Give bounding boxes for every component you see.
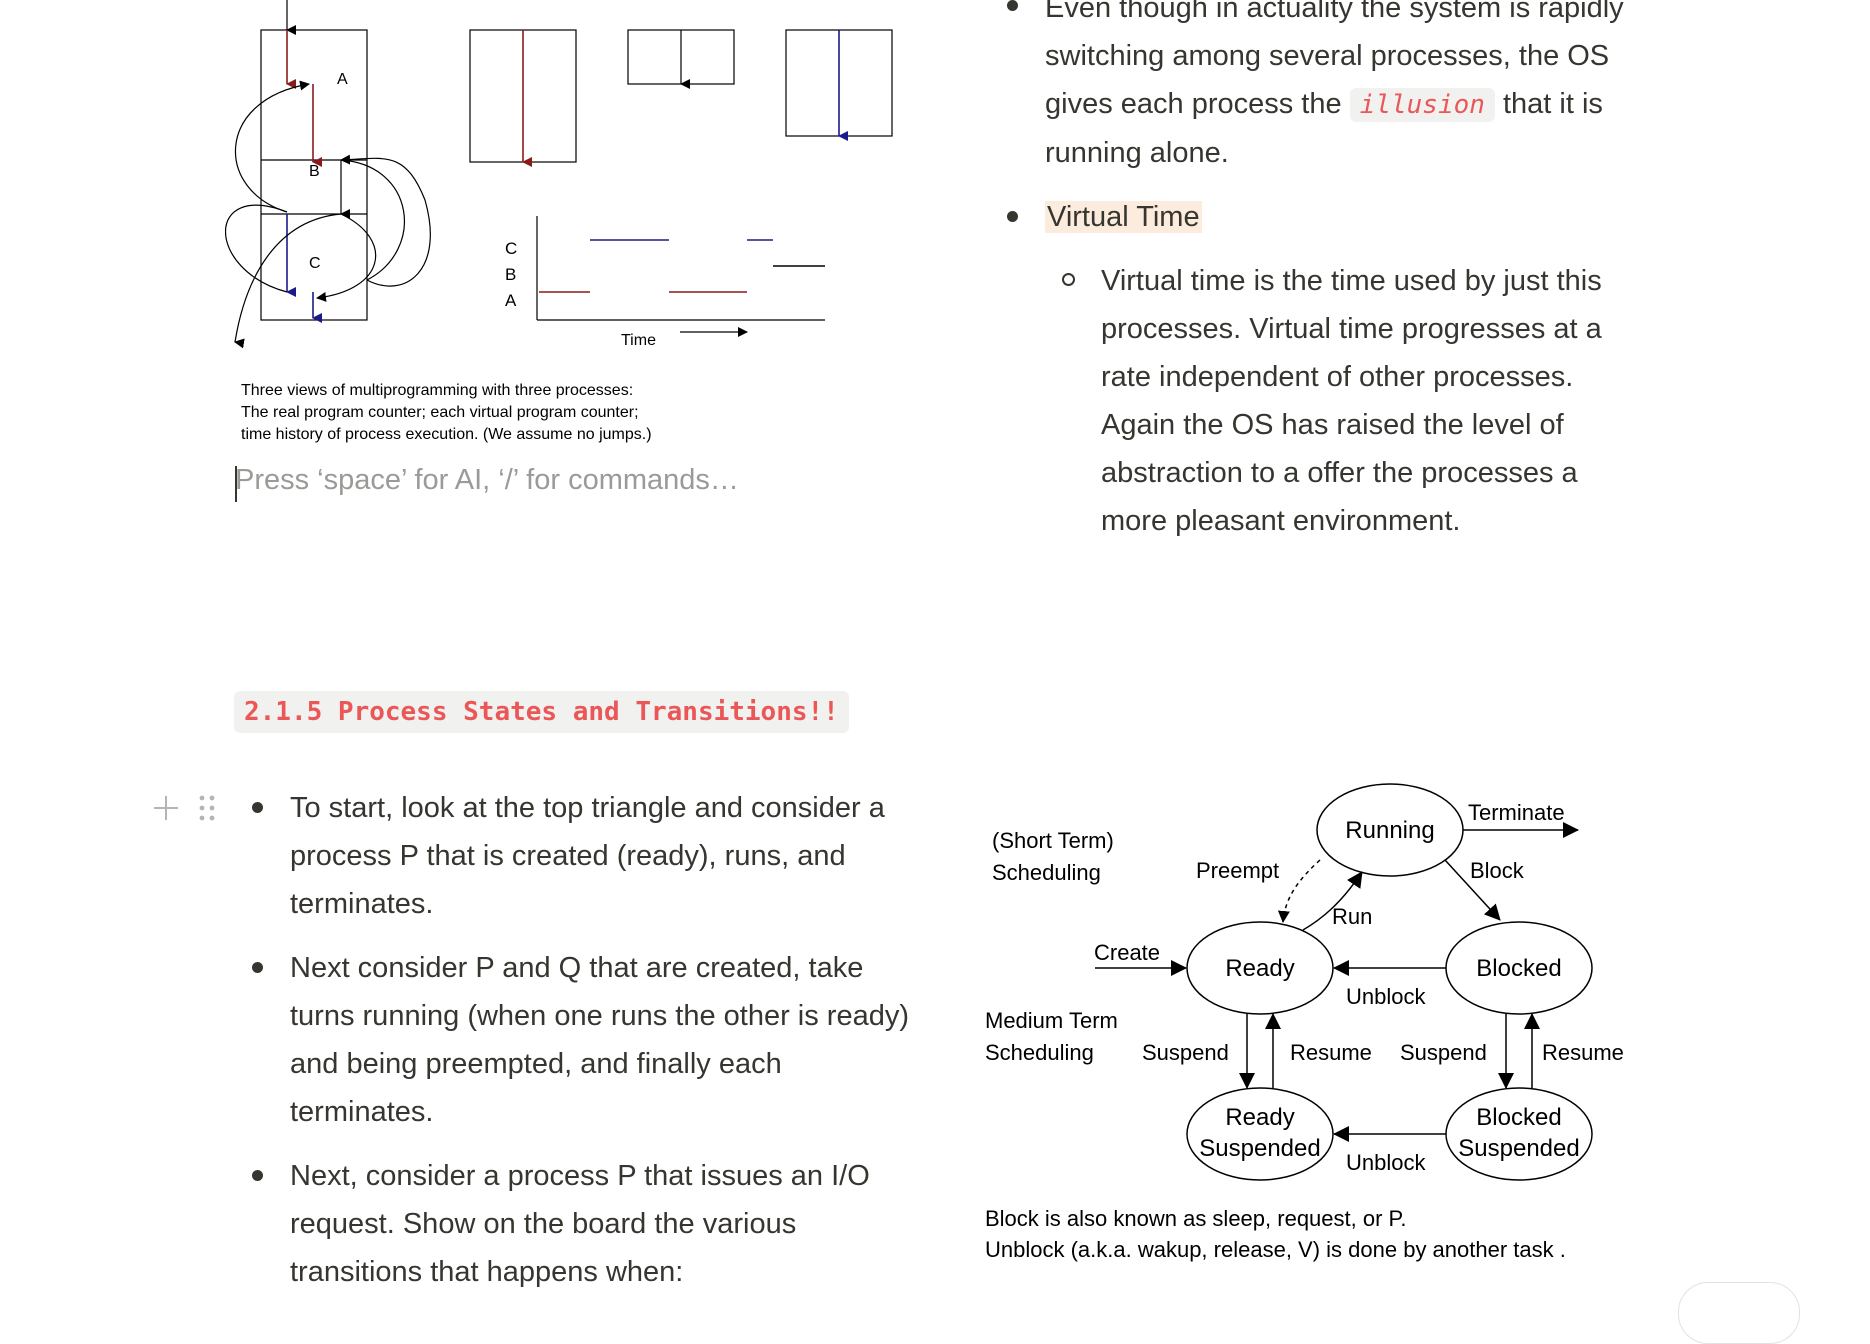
axis-label-a: A: [505, 291, 517, 310]
state-diagram-caption-line1: Block is also known as sleep, request, o…: [985, 1206, 1407, 1231]
figure1-caption-line1: Three views of multiprogramming with thr…: [241, 382, 634, 399]
state-label-ready: Ready: [1225, 955, 1294, 982]
help-button[interactable]: [1678, 1282, 1800, 1344]
plus-icon: [154, 796, 178, 820]
list-item[interactable]: Virtual time is the time used by just th…: [1062, 257, 1631, 545]
state-label-ready-suspended-1: Ready: [1225, 1104, 1294, 1131]
illusion-text-1: Even though in actuality the system is r…: [1045, 0, 1624, 120]
bullet-text-2: Next consider P and Q that are created, …: [290, 952, 910, 1128]
figure1-caption: Three views of multiprogramming with thr…: [241, 380, 761, 446]
state-label-ready-suspended-2: Suspended: [1199, 1135, 1320, 1162]
state-label-blocked-suspended-1: Blocked: [1476, 1104, 1561, 1131]
empty-text-block[interactable]: Press ‘space’ for AI, ‘/’ for commands…: [233, 460, 873, 506]
state-diagram-caption-line2: Unblock (a.k.a. wakup, release, V) is do…: [985, 1237, 1566, 1262]
label-a: A: [337, 71, 348, 88]
drag-handle[interactable]: [196, 792, 218, 824]
state-blocked-suspended: [1445, 1087, 1593, 1181]
state-diagram-caption: Block is also known as sleep, request, o…: [985, 1203, 1745, 1265]
transition-unblock: Unblock: [1346, 984, 1426, 1009]
process-state-diagram: Running Ready Blocked Ready Suspended Bl…: [985, 783, 1624, 1181]
section-heading[interactable]: 2.1.5 Process States and Transitions!!: [234, 691, 849, 733]
figure1-caption-line2: The real program counter; each virtual p…: [241, 404, 639, 421]
illusion-text-2: that it is running alone.: [1045, 88, 1603, 169]
bullet-text-1: To start, look at the top triangle and c…: [290, 792, 885, 920]
time-axis-label: Time: [621, 332, 656, 349]
top-right-bullets: Even though in actuality the system is r…: [1007, 0, 1645, 545]
list-item[interactable]: To start, look at the top triangle and c…: [252, 784, 910, 928]
list-item[interactable]: Virtual Time Virtual time is the time us…: [1007, 193, 1645, 545]
multiprogramming-figure: A B C C B A Time: [225, 0, 893, 349]
state-label-running: Running: [1345, 817, 1434, 844]
list-item[interactable]: Even though in actuality the system is r…: [1007, 0, 1635, 177]
drag-handle-icon: [199, 795, 215, 821]
inline-code-illusion: illusion: [1349, 88, 1495, 122]
virtual-time-highlight: Virtual Time: [1045, 201, 1202, 233]
heading-text: 2.1.5 Process States and Transitions!!: [234, 691, 849, 733]
virtual-time-description: Virtual time is the time used by just th…: [1101, 265, 1602, 537]
transition-create: Create: [1094, 940, 1160, 965]
label-c: C: [309, 255, 321, 272]
transition-suspend-right: Suspend: [1400, 1040, 1487, 1065]
axis-label-c: C: [505, 239, 517, 258]
list-item[interactable]: Next consider P and Q that are created, …: [252, 944, 910, 1136]
state-label-blocked: Blocked: [1476, 955, 1561, 982]
scheduling-short-1: (Short Term): [992, 828, 1114, 853]
bullet-text-3: Next, consider a process P that issues a…: [290, 1160, 870, 1288]
scheduling-short-2: Scheduling: [992, 860, 1101, 885]
transition-run: Run: [1332, 904, 1372, 929]
label-b: B: [309, 163, 320, 180]
transition-unblock-bottom: Unblock: [1346, 1150, 1426, 1175]
scheduling-medium-2: Scheduling: [985, 1040, 1094, 1065]
axis-label-b: B: [505, 265, 516, 284]
list-item[interactable]: Next, consider a process P that issues a…: [252, 1152, 910, 1296]
transition-preempt: Preempt: [1196, 858, 1279, 883]
transition-suspend-left: Suspend: [1142, 1040, 1229, 1065]
state-label-blocked-suspended-2: Suspended: [1458, 1135, 1579, 1162]
text-cursor: [235, 466, 237, 502]
editor-placeholder: Press ‘space’ for AI, ‘/’ for commands…: [235, 464, 739, 496]
state-ready-suspended: [1186, 1087, 1334, 1181]
transition-block: Block: [1470, 858, 1525, 883]
scheduling-medium-1: Medium Term: [985, 1008, 1118, 1033]
transition-terminate: Terminate: [1468, 800, 1565, 825]
add-block-button[interactable]: [150, 792, 182, 824]
left-bullets: To start, look at the top triangle and c…: [252, 784, 910, 1296]
figure1-caption-line3: time history of process execution. (We a…: [241, 426, 652, 443]
transition-resume-right: Resume: [1542, 1040, 1624, 1065]
transition-resume-left: Resume: [1290, 1040, 1372, 1065]
